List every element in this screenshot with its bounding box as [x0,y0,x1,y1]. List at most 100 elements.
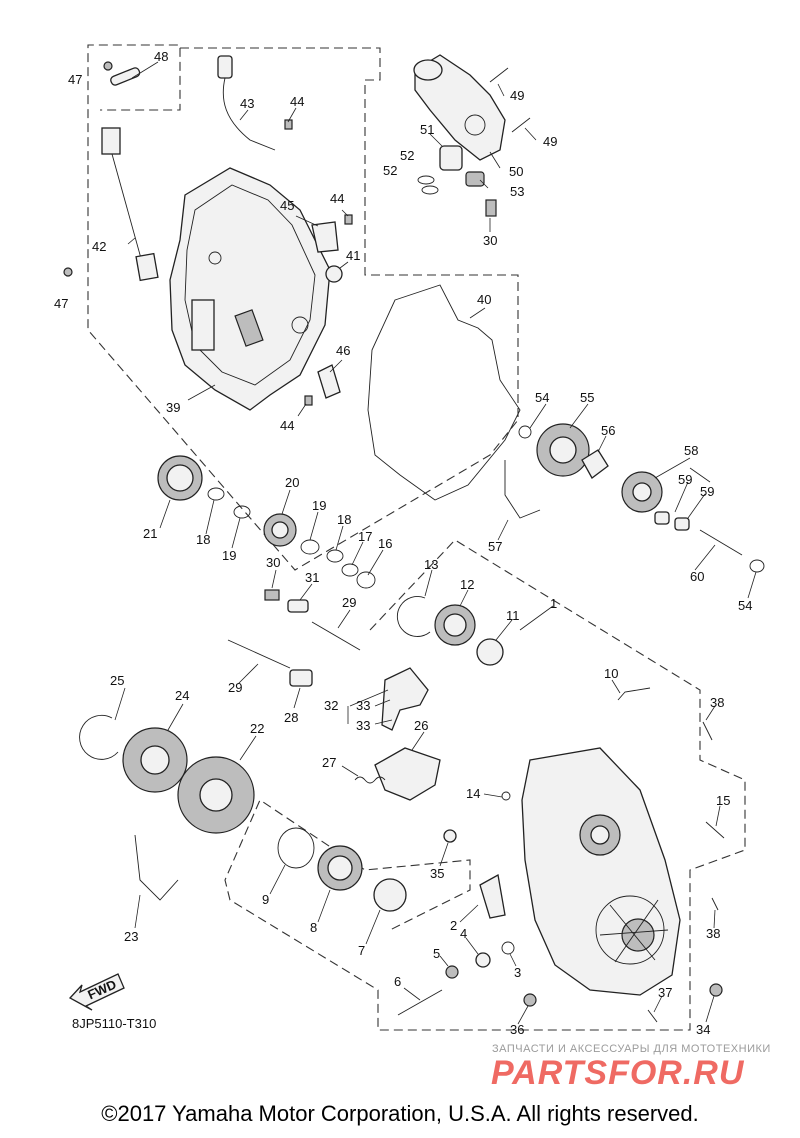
copyright-footer: ©2017 Yamaha Motor Corporation, U.S.A. A… [101,1101,699,1126]
bolt-47-top [103,61,113,71]
fwd-arrow-icon: FWD [68,973,125,1011]
washer-54-top [518,425,532,439]
crankcase-cover-39 [169,167,331,411]
callout-22: 22 [250,721,264,736]
gear-20 [263,513,297,547]
callout-37: 37 [658,985,672,1000]
callout-30-top: 30 [483,233,497,248]
callout-17: 17 [358,529,372,544]
callout-44-a: 44 [290,94,304,109]
callout-25: 25 [110,673,124,688]
callout-26: 26 [414,718,428,733]
callout-27: 27 [322,755,336,770]
nut-36 [523,993,537,1007]
bushing-59-b [674,517,690,531]
washer-14 [501,791,511,801]
circlip-18-right [326,549,344,563]
callout-57: 57 [488,539,502,554]
seal-11 [476,638,504,666]
hub-56 [581,449,609,479]
gear-58 [621,471,663,513]
shaft-60 [699,529,743,556]
damper-53 [465,171,485,187]
clip-44-c [304,395,313,406]
callout-44-b: 44 [330,191,344,206]
callout-9: 9 [262,892,269,907]
callout-2: 2 [450,918,457,933]
screw-49-a [489,67,509,83]
circlip-25 [79,714,119,760]
watermark-logo: PARTSFOR.RU [491,1054,745,1092]
callout-18-right: 18 [337,512,351,527]
gasket-40 [367,284,521,501]
nut-35 [443,829,457,843]
watermark-tagline: ЗАПЧАСТИ И АКСЕССУАРЫ ДЛЯ МОТОТЕХНИКИ [492,1043,771,1055]
callout-4: 4 [460,926,467,941]
bearing-8 [317,845,363,891]
bolt-38-bottom [711,897,719,911]
bracket-2 [479,873,506,919]
bearing-12 [434,604,476,646]
group-outline-39 [87,44,519,571]
bolt-38-top [702,721,713,741]
circlip-13 [396,596,431,637]
bracket-48 [110,67,141,86]
gear-22 [177,756,255,834]
callout-60: 60 [690,569,704,584]
plug-41 [325,265,343,283]
callout-24: 24 [175,688,189,703]
bushing-59-a [654,511,670,525]
callout-33-bottom: 33 [356,718,370,733]
callout-29-left: 29 [228,680,242,695]
callout-46: 46 [336,343,350,358]
callout-3: 3 [514,965,521,980]
callout-49-top: 49 [510,88,524,103]
callout-11: 11 [506,608,520,623]
callout-32: 32 [324,698,338,713]
chain-23 [134,834,179,901]
bolt-6 [397,989,443,1016]
callout-6: 6 [394,974,401,989]
washer-16 [356,571,376,589]
pipe-10 [617,687,651,701]
callout-47-left: 47 [54,296,68,311]
callout-39: 39 [166,400,180,415]
callout-56: 56 [601,423,615,438]
callout-15: 15 [716,793,730,808]
callout-36: 36 [510,1022,524,1037]
callout-44-c: 44 [280,418,294,433]
callout-50: 50 [509,164,523,179]
bolt-34 [709,983,723,997]
callout-43: 43 [240,96,254,111]
callout-34: 34 [696,1022,710,1037]
sensor-43 [217,55,276,151]
spring-30-top [485,199,497,217]
actuator-motor-50 [413,54,506,161]
guide-45 [311,221,339,253]
callout-48: 48 [154,49,168,64]
callout-59-a: 59 [678,472,692,487]
diagram-code: 8JP5110-T310 [72,1016,157,1031]
callout-10: 10 [604,666,618,681]
callout-54-top: 54 [535,390,549,405]
sprocket-55 [536,423,590,477]
callout-23: 23 [124,929,138,944]
chain-57 [504,460,541,519]
callout-21: 21 [143,526,157,541]
collar-4 [475,952,491,968]
spring-27 [354,776,386,784]
callout-35: 35 [430,866,444,881]
washer-19-right [300,539,320,555]
callout-16: 16 [378,536,392,551]
callout-13: 13 [424,557,438,572]
callout-53: 53 [510,184,524,199]
callout-45: 45 [280,198,294,213]
leader-lines [114,61,757,1025]
callout-12: 12 [460,577,474,592]
callout-18-left: 18 [196,532,210,547]
callout-19-left: 19 [222,548,236,563]
callout-52-bottom: 52 [383,163,397,178]
callout-28: 28 [284,710,298,725]
screw-49-b [511,117,531,133]
